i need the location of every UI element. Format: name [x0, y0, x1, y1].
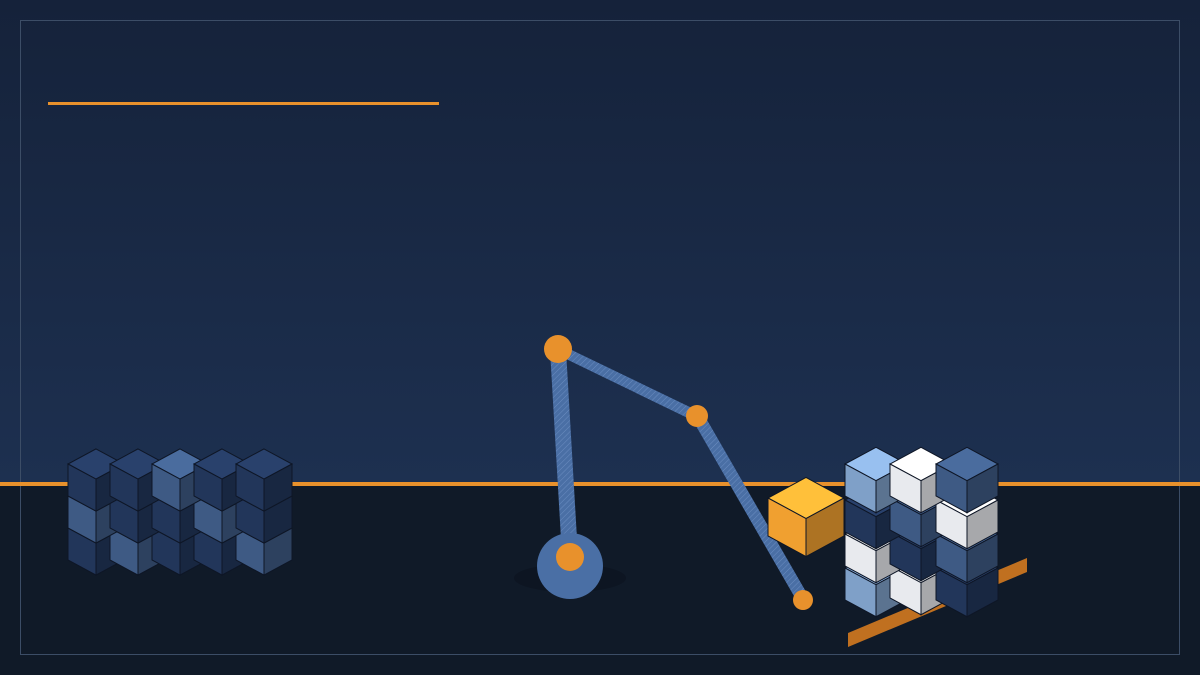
robot-arm [514, 335, 813, 610]
cube [766, 476, 846, 558]
frame-border [20, 20, 1180, 655]
arm-joint-gripper [793, 590, 813, 610]
cube [192, 448, 252, 512]
arm-joint-base [556, 543, 584, 571]
arm-joint-shoulder [544, 335, 572, 363]
cube [234, 448, 294, 512]
horizon-line [0, 482, 1200, 486]
background [0, 0, 1200, 486]
arm-joint-elbow [686, 405, 708, 427]
cube [934, 446, 1000, 514]
arm-segment-forearm [692, 413, 809, 603]
cube-stack-left [66, 448, 294, 576]
arm-segment-upper [555, 342, 700, 424]
arm-segment-lower [550, 350, 578, 556]
title-underline [48, 102, 439, 105]
cube-stack-right [843, 446, 1000, 618]
cube-held-orange [766, 476, 846, 558]
